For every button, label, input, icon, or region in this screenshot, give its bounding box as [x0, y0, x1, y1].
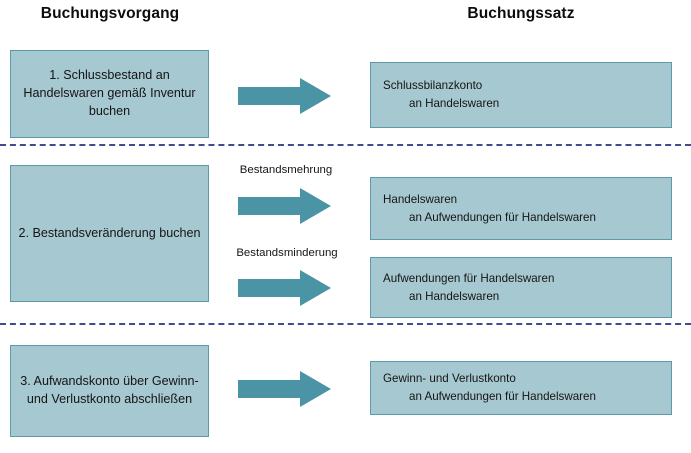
- entry-box-3-soll: Gewinn- und Verlustkonto: [383, 372, 516, 386]
- flow-arrow-1: [238, 78, 331, 114]
- process-box-3: 3. Aufwandskonto über Gewinn- und Verlus…: [10, 345, 209, 437]
- flow-arrow-2b: [238, 270, 331, 306]
- entry-box-2a-haben: an Aufwendungen für Handelswaren: [409, 210, 596, 224]
- process-box-2-label: 2. Bestandsveränderung buchen: [18, 225, 201, 240]
- section-separator-1: [0, 144, 691, 146]
- entry-box-2b-haben: an Handelswaren: [409, 289, 500, 303]
- entry-box-2b: Aufwendungen für Handelswaren an Handels…: [370, 257, 672, 318]
- entry-box-1: Schlussbilanzkonto an Handelswaren: [370, 62, 672, 128]
- flow-arrow-2a: [238, 188, 331, 224]
- entry-box-2a-soll: Handelswaren: [383, 192, 458, 206]
- entry-box-2b-soll: Aufwendungen für Handelswaren: [383, 271, 555, 285]
- entry-box-1-haben: an Handelswaren: [409, 97, 500, 110]
- process-box-2: 2. Bestandsveränderung buchen: [10, 165, 209, 302]
- entry-box-3: Gewinn- und Verlustkonto an Aufwendungen…: [370, 361, 672, 415]
- process-box-1: 1. Schlussbestand an Handelswaren gemäß …: [10, 50, 209, 138]
- column-header-buchungsvorgang: Buchungsvorgang: [40, 5, 180, 22]
- column-header-buchungssatz: Buchungssatz: [467, 5, 575, 22]
- entry-box-3-haben: an Aufwendungen für Handelswaren: [409, 390, 596, 403]
- section-separator-2: [0, 323, 691, 325]
- entry-box-1-soll: Schlussbilanzkonto: [383, 79, 483, 93]
- flow-arrow-3: [238, 371, 331, 407]
- arrow-label-bestandsmehrung: Bestandsmehrung: [239, 164, 333, 176]
- process-box-3-label: 3. Aufwandskonto über Gewinn- und Verlus…: [20, 374, 199, 406]
- entry-box-2a: Handelswaren an Aufwendungen für Handels…: [370, 177, 672, 240]
- arrow-label-bestandsminderung: Bestandsminderung: [236, 247, 338, 259]
- process-box-1-label: 1. Schlussbestand an Handelswaren gemäß …: [23, 68, 196, 118]
